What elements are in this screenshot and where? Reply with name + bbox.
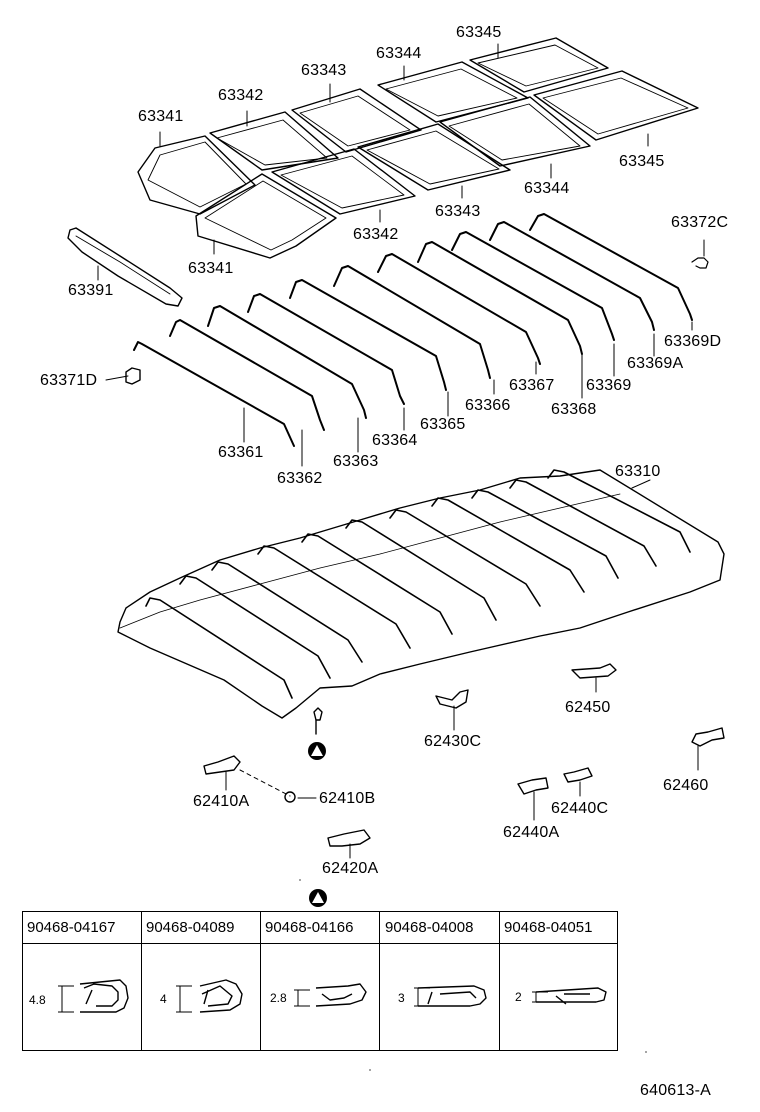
clip-profile-drawings xyxy=(58,979,607,1013)
label-62440A: 62440A xyxy=(503,824,560,841)
table-header-cell: 90468-04051 xyxy=(504,919,593,936)
clip-63372C xyxy=(691,257,709,269)
clip-62440C xyxy=(563,767,593,783)
label-62410B: 62410B xyxy=(319,790,376,807)
table-header-cell: 90468-04166 xyxy=(265,919,354,936)
clip-62410B xyxy=(284,791,296,803)
label-pad-63344-back: 63344 xyxy=(376,45,422,62)
roof-bows xyxy=(133,213,693,447)
label-63371D: 63371D xyxy=(40,372,98,389)
label-pad-63341-back: 63341 xyxy=(138,108,184,125)
clip-reference-table: 90468-04167 90468-04089 90468-04166 9046… xyxy=(22,911,618,1051)
table-header-cell: 90468-04167 xyxy=(27,919,116,936)
clip-62450 xyxy=(571,663,617,679)
headliner-ribs xyxy=(145,469,691,699)
pad-63342-front xyxy=(271,148,416,215)
triangle-marker-icon xyxy=(308,742,327,907)
dimension-label: 3 xyxy=(398,991,405,1005)
label-pad-63341-front: 63341 xyxy=(188,260,234,277)
label-62430C: 62430C xyxy=(424,733,482,750)
pad-63343-front xyxy=(357,123,511,191)
dimension-label: 2.8 xyxy=(270,991,287,1005)
label-62420A: 62420A xyxy=(322,860,379,877)
label-pad-63344-front: 63344 xyxy=(524,180,570,197)
label-pad-63343-front: 63343 xyxy=(435,203,481,220)
pad-63344-front xyxy=(439,96,591,167)
label-pad-63345-back: 63345 xyxy=(456,24,502,41)
label-63310: 63310 xyxy=(615,463,661,480)
label-pad-63342-front: 63342 xyxy=(353,226,399,243)
label-bow-63369D: 63369D xyxy=(664,333,722,350)
label-pad-63345-front: 63345 xyxy=(619,153,665,170)
label-62440C: 62440C xyxy=(551,800,609,817)
label-pad-63343-back: 63343 xyxy=(301,62,347,79)
pad-63345-front xyxy=(533,70,699,141)
clip-62430C xyxy=(435,689,469,709)
table-col-divider xyxy=(379,912,380,1050)
table-col-divider xyxy=(260,912,261,1050)
label-bow-63362: 63362 xyxy=(277,470,323,487)
table-header-divider xyxy=(23,943,617,944)
label-bow-63363: 63363 xyxy=(333,453,379,470)
label-bow-63368: 63368 xyxy=(551,401,597,418)
clip-62460 xyxy=(691,727,725,747)
label-bow-63369A: 63369A xyxy=(627,355,684,372)
diagram-code: 640613-A xyxy=(640,1082,711,1099)
table-col-divider xyxy=(141,912,142,1050)
label-bow-63361: 63361 xyxy=(218,444,264,461)
label-63372C: 63372C xyxy=(671,214,729,231)
pad-63342-top xyxy=(209,111,339,171)
dimension-label: 4.8 xyxy=(29,993,46,1007)
label-62410A: 62410A xyxy=(193,793,250,810)
pad-63341-top xyxy=(137,135,256,215)
label-bow-63366: 63366 xyxy=(465,397,511,414)
label-bow-63367: 63367 xyxy=(509,377,555,394)
pad-63341-front xyxy=(195,173,337,259)
strip-63391 xyxy=(67,227,183,307)
label-62460: 62460 xyxy=(663,777,709,794)
dimension-label: 4 xyxy=(160,992,167,1006)
pad-63343-top xyxy=(291,88,422,153)
label-bow-63365: 63365 xyxy=(420,416,466,433)
label-bow-63364: 63364 xyxy=(372,432,418,449)
table-header-cell: 90468-04008 xyxy=(385,919,474,936)
clip-62410A xyxy=(203,755,241,775)
clip-63371D xyxy=(125,367,141,385)
pad-63345-top xyxy=(469,37,609,93)
table-col-divider xyxy=(499,912,500,1050)
headliner-63310 xyxy=(117,469,725,719)
label-62450: 62450 xyxy=(565,699,611,716)
label-63391: 63391 xyxy=(68,282,114,299)
clip-62420A xyxy=(327,829,371,847)
label-bow-63369: 63369 xyxy=(586,377,632,394)
table-header-cell: 90468-04089 xyxy=(146,919,235,936)
label-pad-63342-back: 63342 xyxy=(218,87,264,104)
clip-62440A xyxy=(517,777,549,795)
dimension-label: 2 xyxy=(515,990,522,1004)
